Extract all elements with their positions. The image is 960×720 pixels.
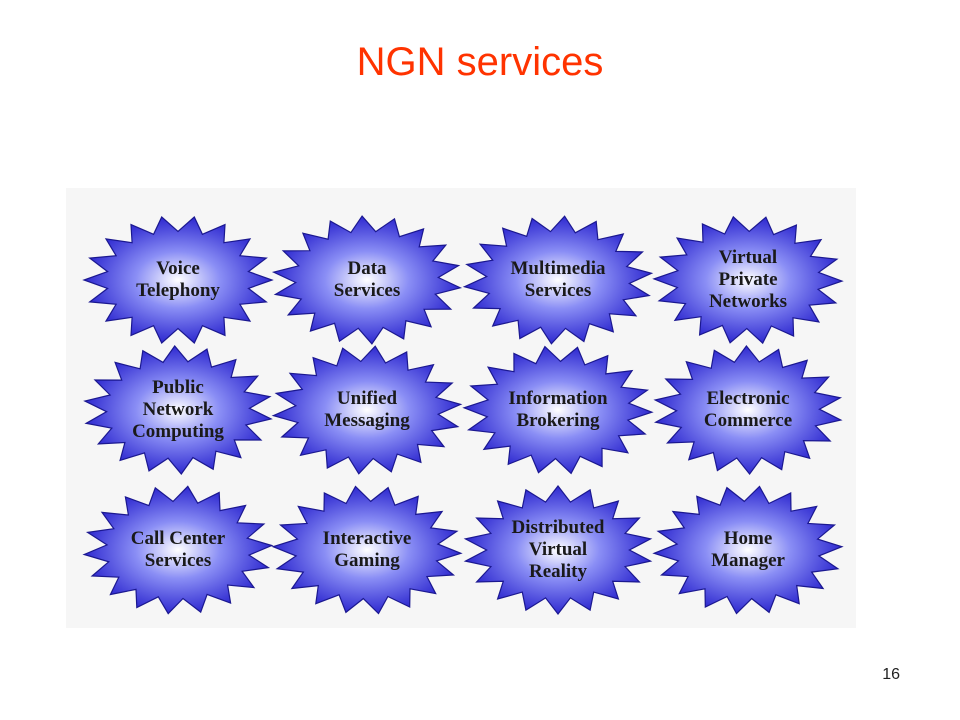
service-starburst	[82, 216, 274, 344]
service-label: Information Brokering	[508, 388, 608, 431]
page-number: 16	[882, 666, 900, 683]
service-label: Distributed Virtual Reality	[511, 517, 605, 582]
service-starburst	[271, 345, 463, 475]
service-label: Virtual Private Networks	[708, 247, 788, 312]
service-starburst	[653, 345, 843, 475]
service-starburst	[462, 345, 654, 475]
service-starburst	[652, 485, 844, 615]
service-starburst	[82, 485, 274, 615]
service-starburst	[652, 215, 844, 345]
slide-title: NGN services	[356, 40, 604, 84]
service-starburst	[271, 215, 463, 345]
service-starburst	[463, 485, 653, 615]
service-label: Call Center Services	[130, 528, 226, 571]
service-label: Electronic Commerce	[703, 388, 793, 431]
service-label: Interactive Gaming	[322, 528, 412, 571]
service-label: Voice Telephony	[136, 258, 220, 301]
service-starburst	[83, 345, 273, 475]
service-label: Public Network Computing	[132, 377, 224, 442]
service-starburst	[462, 215, 654, 345]
service-label: Unified Messaging	[324, 388, 410, 431]
service-starburst	[271, 485, 463, 615]
service-label: Home Manager	[711, 528, 785, 571]
service-label: Data Services	[333, 258, 401, 301]
service-label: Multimedia Services	[510, 258, 606, 301]
